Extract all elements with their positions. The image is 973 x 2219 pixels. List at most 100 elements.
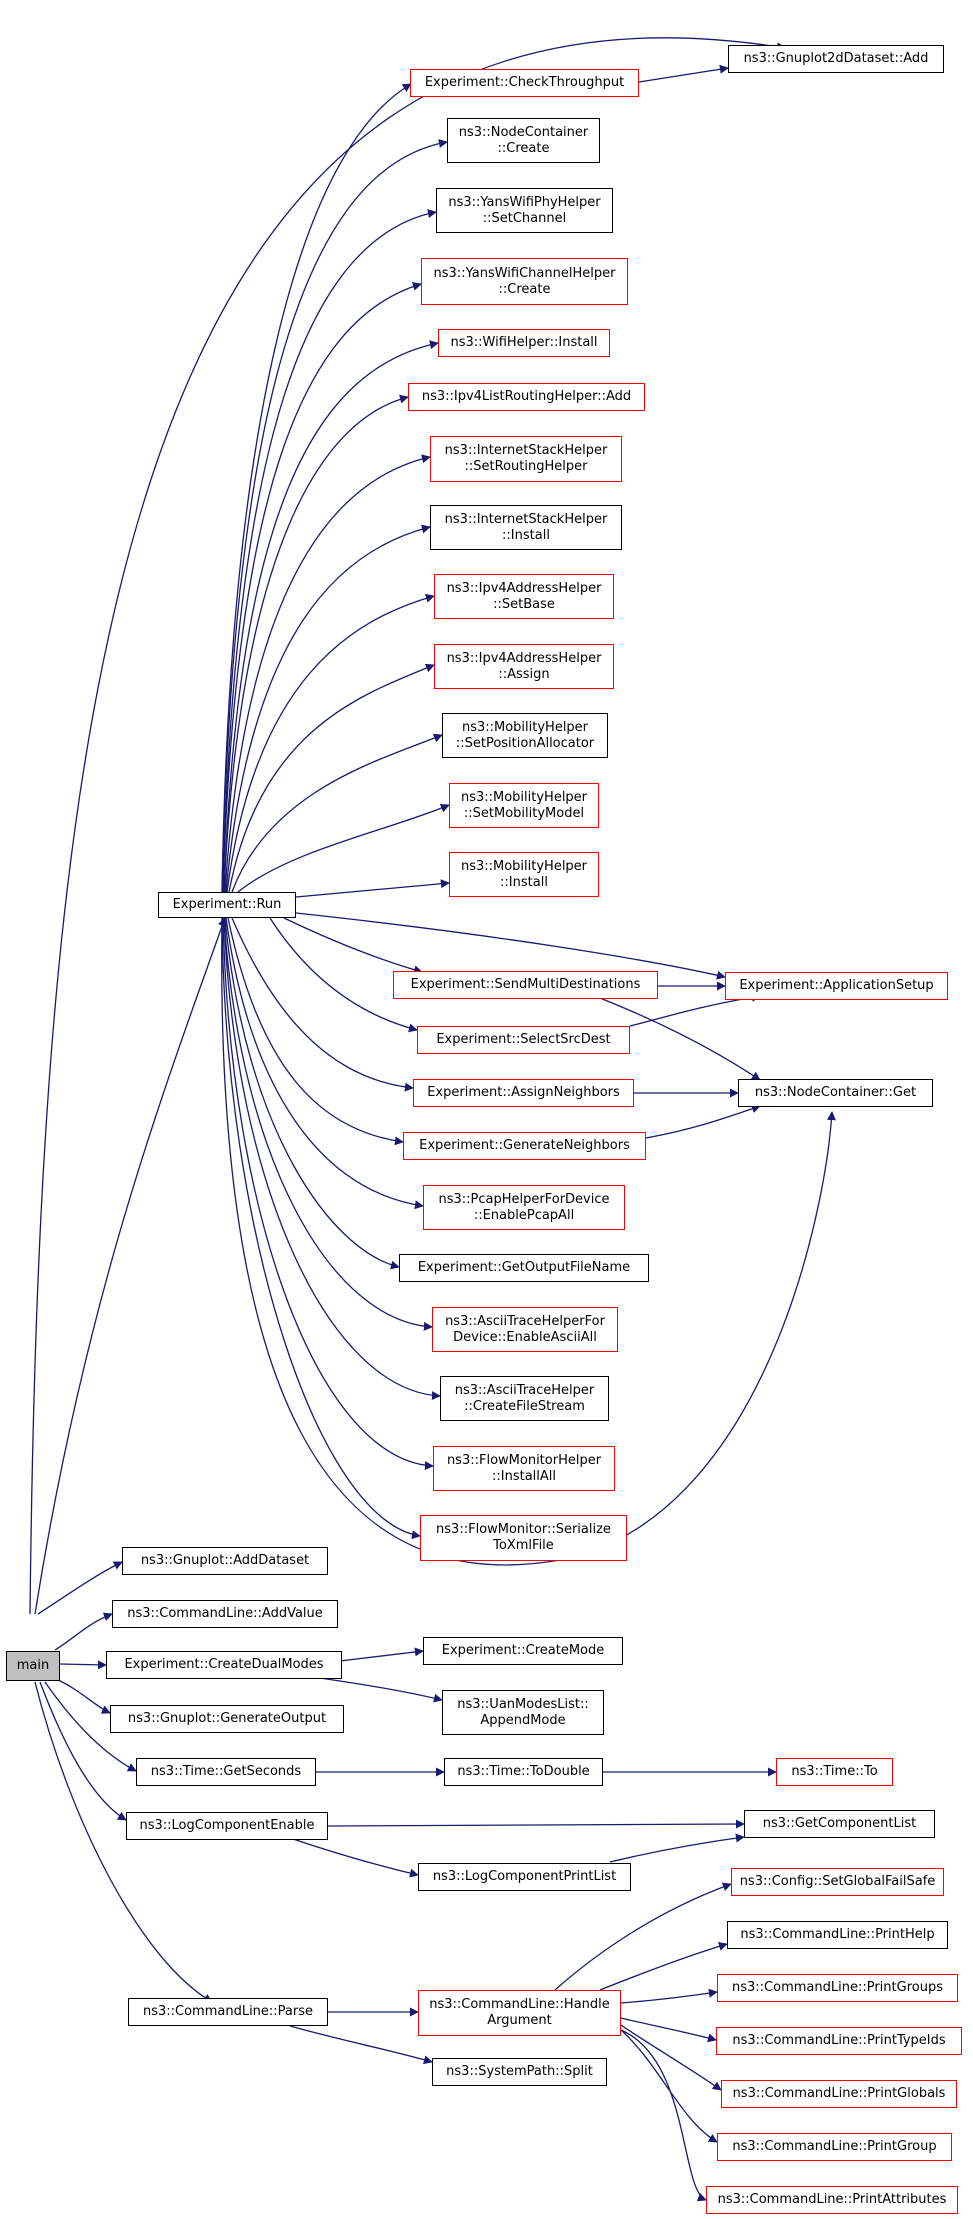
- edge-handlearg-printtypeids: [620, 2017, 717, 2043]
- node-gnuplot-generateoutput[interactable]: ns3::Gnuplot::GenerateOutput: [110, 1705, 344, 1733]
- edge-main-createdual: [59, 1660, 107, 1670]
- edge-logenable-complist: [327, 1819, 745, 1829]
- node-experiment-applicationsetup[interactable]: Experiment::ApplicationSetup: [725, 972, 948, 1000]
- node-time-to[interactable]: ns3::Time::To: [776, 1758, 893, 1786]
- edge-run-mob-install: [295, 879, 450, 898]
- edge-logenable-printlist: [289, 1837, 419, 1878]
- edge-run-nc-create: [221, 139, 448, 893]
- node-experiment-checkthroughput[interactable]: Experiment::CheckThroughput: [410, 69, 639, 97]
- edge-main-parse: [34, 1681, 213, 2003]
- edge-run-flow-serialize: [221, 917, 421, 1540]
- node-config-setglobalfailsafe[interactable]: ns3::Config::SetGlobalFailSafe: [731, 1868, 944, 1896]
- node-commandline-printtypeids[interactable]: ns3::CommandLine::PrintTypeIds: [716, 2027, 962, 2055]
- edge-handlearg-printhelp: [599, 1941, 728, 1991]
- node-ipv4addresshelper-assign[interactable]: ns3::Ipv4AddressHelper ::Assign: [434, 644, 614, 689]
- edge-run-pcap: [225, 917, 424, 1210]
- edge-checkthroughput-add: [638, 64, 729, 83]
- edge-run-channel-create: [222, 282, 422, 893]
- node-flowmonitor-serializetoxmlfile[interactable]: ns3::FlowMonitor::Serialize ToXmlFile: [420, 1515, 627, 1561]
- node-experiment-generateneighbors[interactable]: Experiment::GenerateNeighbors: [403, 1132, 646, 1160]
- edge-run-checkthroughput: [221, 83, 412, 893]
- edge-createdual-createmode: [339, 1647, 424, 1662]
- edge-main-addvalue: [54, 1612, 113, 1651]
- edge-main-getseconds: [44, 1681, 137, 1772]
- node-experiment-getoutputfilename[interactable]: Experiment::GetOutputFileName: [399, 1254, 649, 1282]
- node-mobilityhelper-setmobilitymodel[interactable]: ns3::MobilityHelper ::SetMobilityModel: [449, 783, 599, 828]
- node-experiment-createmode[interactable]: Experiment::CreateMode: [423, 1637, 623, 1665]
- edge-createdual-append: [319, 1677, 443, 1703]
- node-logcomponentprintlist[interactable]: ns3::LogComponentPrintList: [418, 1863, 631, 1891]
- node-wifihelper-install[interactable]: ns3::WifiHelper::Install: [438, 329, 610, 357]
- node-commandline-addvalue[interactable]: ns3::CommandLine::AddValue: [112, 1600, 338, 1628]
- edge-run-wifi-install: [223, 340, 439, 893]
- edge-sendmulti-ncget: [599, 997, 761, 1081]
- node-ipv4listroutinghelper-add[interactable]: ns3::Ipv4ListRoutingHelper::Add: [408, 383, 645, 411]
- edge-run-assignneigh: [231, 917, 414, 1092]
- node-commandline-printattributes[interactable]: ns3::CommandLine::PrintAttributes: [706, 2186, 958, 2214]
- node-experiment-createdualmodes[interactable]: Experiment::CreateDualModes: [106, 1651, 342, 1679]
- edge-run-inet-install: [225, 524, 431, 893]
- node-pcaphelperfordevice-enablepcapall[interactable]: ns3::PcapHelperForDevice ::EnablePcapAll: [423, 1185, 625, 1230]
- node-yanswifiphyhelper-setchannel[interactable]: ns3::YansWifiPhyHelper ::SetChannel: [436, 188, 613, 233]
- edge-run-ipv4-assign: [228, 663, 435, 893]
- edge-run-flow-installall: [222, 917, 434, 1471]
- edge-run-mob-setmodel: [237, 804, 450, 893]
- node-commandline-printgroups[interactable]: ns3::CommandLine::PrintGroups: [717, 1974, 958, 2002]
- node-experiment-sendmultidestinations[interactable]: Experiment::SendMultiDestinations: [393, 971, 658, 999]
- edge-main-adddataset: [37, 1561, 123, 1615]
- node-systempath-split[interactable]: ns3::SystemPath::Split: [432, 2058, 607, 2086]
- node-ipv4addresshelper-setbase[interactable]: ns3::Ipv4AddressHelper ::SetBase: [434, 574, 614, 619]
- edge-run-inet-setrouting: [224, 454, 431, 893]
- edge-printlist-complist: [609, 1833, 745, 1863]
- edge-run-ipv4list-add: [223, 394, 409, 893]
- node-asciitracehelper-createfilestream[interactable]: ns3::AsciiTraceHelper ::CreateFileStream: [440, 1376, 609, 1421]
- node-commandline-printglobals[interactable]: ns3::CommandLine::PrintGlobals: [721, 2080, 957, 2108]
- edge-run-phy-setchannel: [222, 209, 437, 893]
- edge-handlearg-printglobals: [620, 2024, 722, 2091]
- edge-run-sendmulti: [283, 917, 423, 975]
- edge-handlearg-failsafe: [554, 1882, 732, 1991]
- node-time-getseconds[interactable]: ns3::Time::GetSeconds: [136, 1758, 316, 1786]
- edge-genneigh-ncget: [645, 1104, 761, 1139]
- edge-handlearg-printgroup: [620, 2029, 718, 2143]
- node-time-todouble[interactable]: ns3::Time::ToDouble: [444, 1758, 603, 1786]
- node-commandline-printgroup[interactable]: ns3::CommandLine::PrintGroup: [717, 2133, 952, 2161]
- edge-handlearg-printgroups: [620, 1988, 718, 2004]
- edge-run-selectsrc: [269, 917, 418, 1033]
- edge-selectsrc-appsetup: [629, 992, 761, 1027]
- edge-parse-split: [289, 2025, 433, 2065]
- edge-handlearg-printattrs: [620, 2029, 707, 2202]
- edge-main-run: [34, 917, 227, 1615]
- edge-run-genneigh: [227, 917, 404, 1146]
- node-nodecontainer-create[interactable]: ns3::NodeContainer ::Create: [447, 118, 600, 163]
- edge-run-ascii-enable: [223, 917, 433, 1331]
- node-mobilityhelper-install[interactable]: ns3::MobilityHelper ::Install: [449, 852, 599, 897]
- node-logcomponentenable[interactable]: ns3::LogComponentEnable: [126, 1812, 328, 1840]
- edge-run-outfile: [224, 917, 400, 1270]
- edge-run-mob-setpos: [231, 733, 443, 893]
- edge-main-genout: [57, 1679, 111, 1714]
- edge-run-ipv4-setbase: [226, 593, 435, 893]
- node-getcomponentlist[interactable]: ns3::GetComponentList: [744, 1810, 935, 1838]
- node-commandline-parse[interactable]: ns3::CommandLine::Parse: [128, 1998, 328, 2026]
- node-asciitracehelperfordevice-enableasciiall[interactable]: ns3::AsciiTraceHelperFor Device::EnableA…: [432, 1307, 618, 1352]
- edge-main-gnuplot-add: [29, 37, 786, 1615]
- edge-run-nc-get: [221, 917, 836, 1566]
- edge-main-logenable: [39, 1681, 127, 1821]
- node-commandline-handleargument[interactable]: ns3::CommandLine::Handle Argument: [418, 1990, 621, 2036]
- node-internetstackhelper-install[interactable]: ns3::InternetStackHelper ::Install: [430, 505, 622, 550]
- node-yanswifichannelhelper-create[interactable]: ns3::YansWifiChannelHelper ::Create: [421, 258, 628, 305]
- node-commandline-printhelp[interactable]: ns3::CommandLine::PrintHelp: [727, 1921, 948, 1949]
- node-experiment-selectsrcdest[interactable]: Experiment::SelectSrcDest: [417, 1026, 630, 1054]
- node-mobilityhelper-setpositionallocator[interactable]: ns3::MobilityHelper ::SetPositionAllocat…: [442, 713, 608, 758]
- node-uanmodeslist-appendmode[interactable]: ns3::UanModesList:: AppendMode: [442, 1690, 604, 1735]
- edge-run-ascii-stream: [223, 917, 441, 1401]
- node-gnuplot-adddataset[interactable]: ns3::Gnuplot::AddDataset: [122, 1547, 328, 1575]
- node-flowmonitorhelper-installall[interactable]: ns3::FlowMonitorHelper ::InstallAll: [433, 1446, 615, 1491]
- node-internetstackhelper-setroutinghelper[interactable]: ns3::InternetStackHelper ::SetRoutingHel…: [430, 436, 622, 482]
- node-nodecontainer-get[interactable]: ns3::NodeContainer::Get: [738, 1079, 933, 1107]
- node-experiment-run[interactable]: Experiment::Run: [158, 892, 296, 918]
- node-experiment-assignneighbors[interactable]: Experiment::AssignNeighbors: [413, 1079, 634, 1107]
- node-gnuplot2ddataset-add[interactable]: ns3::Gnuplot2dDataset::Add: [728, 45, 944, 73]
